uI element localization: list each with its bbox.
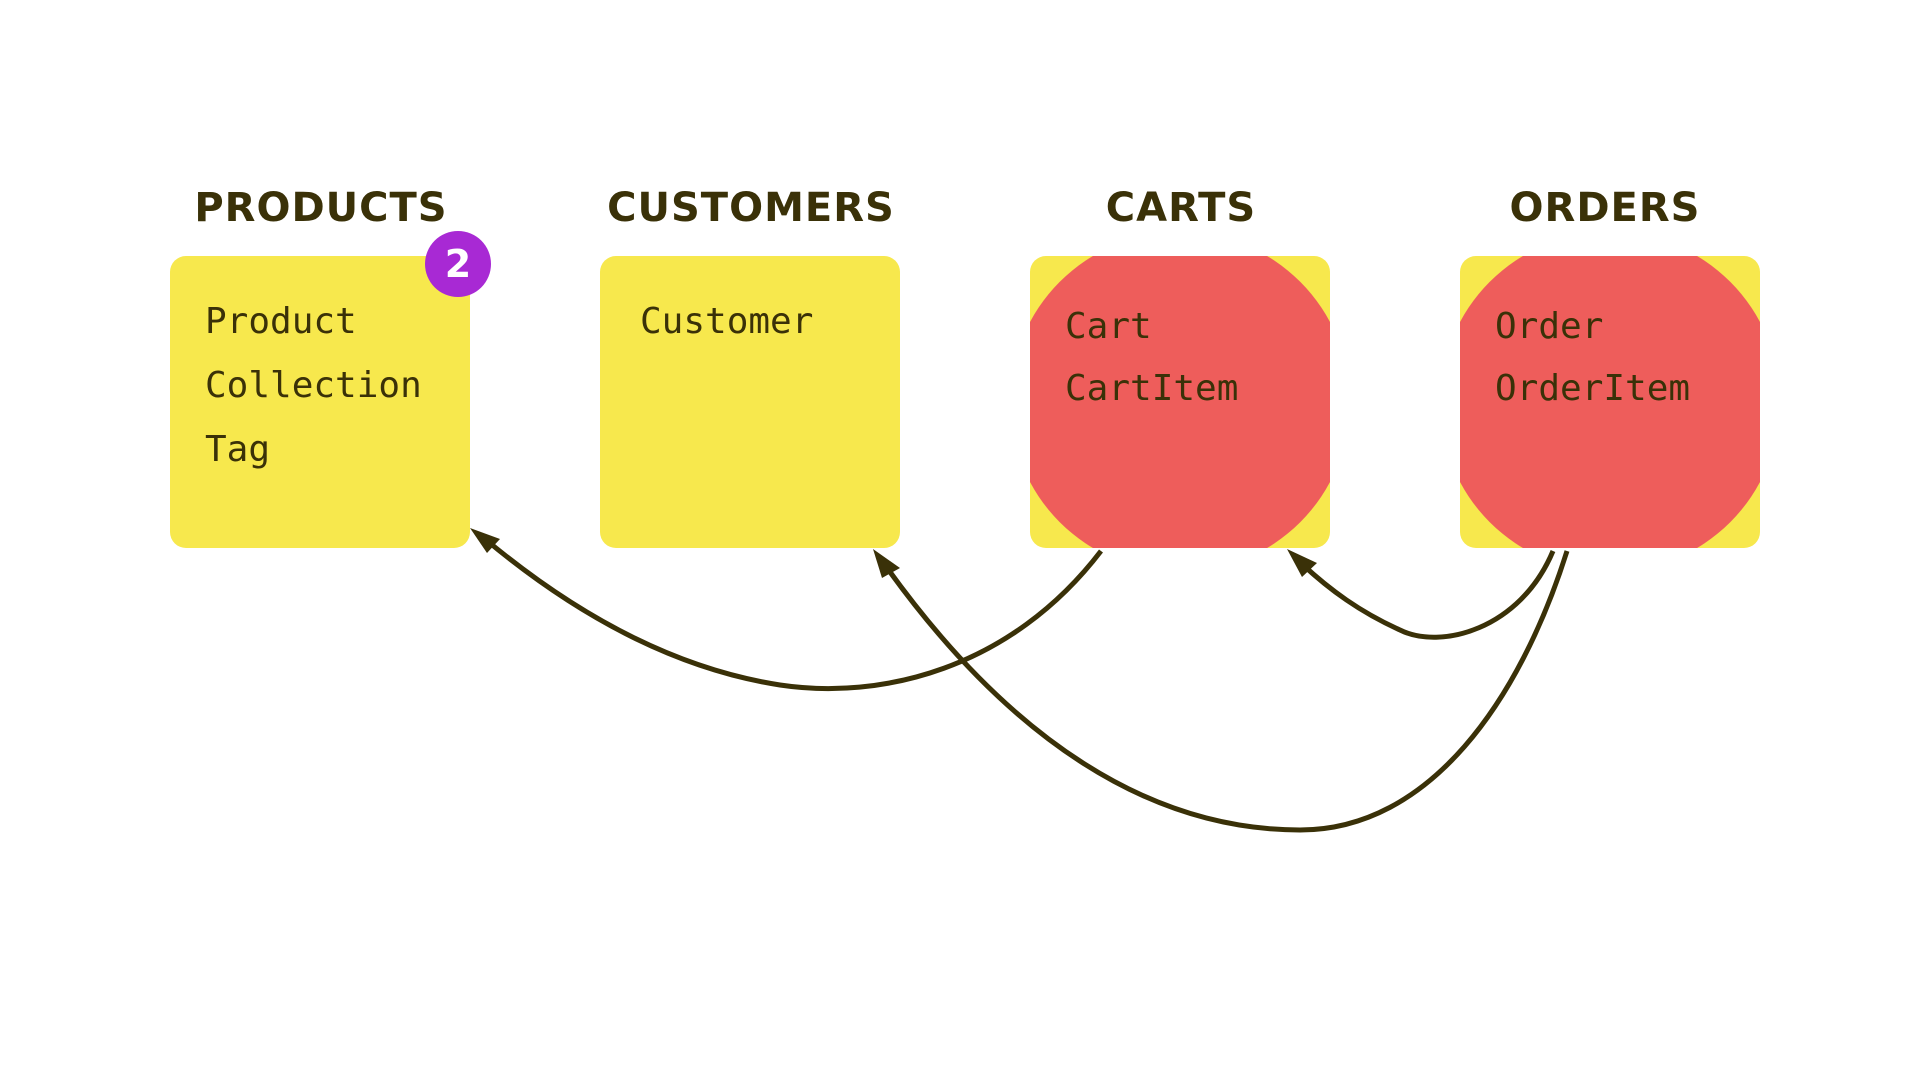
heading-orders: ORDERS [1509, 185, 1701, 231]
heading-customers: CUSTOMERS [607, 185, 895, 231]
arrow-orders-to-customers [882, 550, 1570, 833]
heading-products: PRODUCTS [194, 185, 448, 231]
item-orderitem: OrderItem [1495, 368, 1691, 409]
arrow-orders-to-carts [1300, 550, 1556, 640]
heading-carts: CARTS [1105, 185, 1257, 231]
arrowhead-products [470, 528, 500, 553]
orders-highlight-circle [1460, 256, 1760, 548]
item-cart: Cart [1065, 306, 1152, 347]
orders-box[interactable]: Order OrderItem [1460, 256, 1760, 548]
customers-item-list: Customer [640, 290, 813, 354]
arrowhead-carts [1287, 549, 1317, 577]
arrowhead-customers [873, 549, 900, 578]
item-order: Order [1495, 306, 1604, 347]
carts-box[interactable]: Cart CartItem [1030, 256, 1330, 548]
carts-item-list: Cart CartItem [1065, 296, 1238, 420]
item-collection: Collection [205, 365, 422, 406]
item-cartitem: CartItem [1065, 368, 1239, 409]
item-tag: Tag [205, 429, 271, 470]
item-product: Product [205, 301, 357, 342]
arrow-carts-to-products [483, 537, 1103, 692]
products-item-list: Product Collection Tag [205, 290, 422, 482]
orders-item-list: Order OrderItem [1495, 296, 1690, 420]
carts-highlight-circle [1030, 256, 1330, 548]
products-box[interactable]: Product Collection Tag [170, 256, 470, 548]
count-badge: 2 [425, 231, 491, 297]
item-customer: Customer [640, 301, 814, 342]
customers-box[interactable]: Customer [600, 256, 900, 548]
